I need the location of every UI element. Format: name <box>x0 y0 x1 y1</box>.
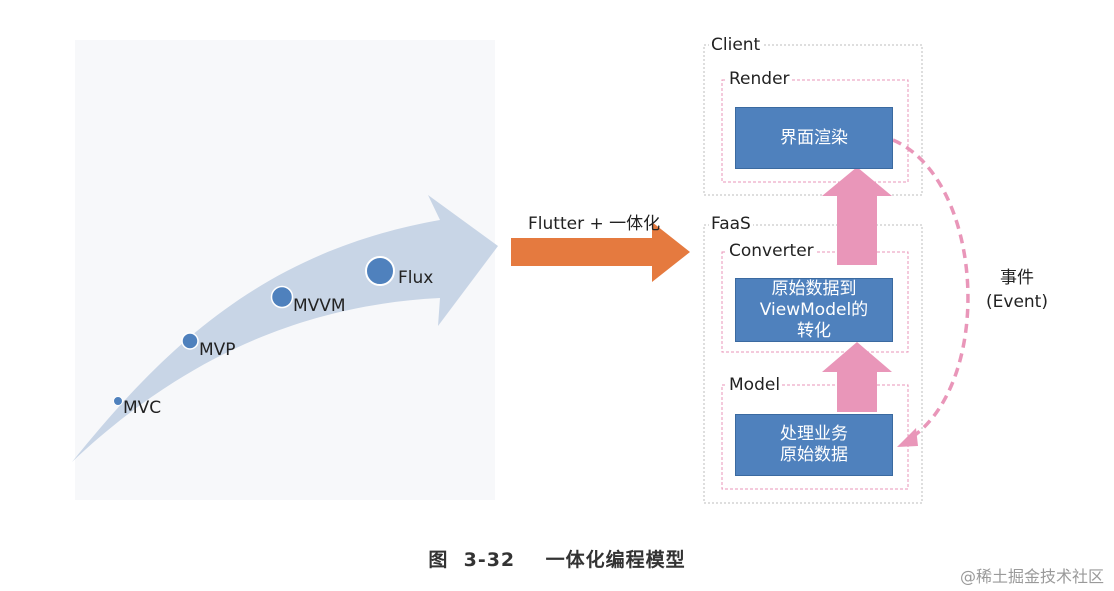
converter-box-line-2: ViewModel的 <box>759 299 869 320</box>
event-label-line-1: 事件 <box>1000 268 1034 288</box>
up-arrow-model-to-converter <box>822 342 892 412</box>
model-box: 处理业务 原始数据 <box>735 414 893 476</box>
converter-box-line-1: 原始数据到 <box>771 278 857 299</box>
event-curve <box>892 138 970 442</box>
model-title: Model <box>727 375 783 395</box>
stage-label-mvvm: MVVM <box>293 296 346 316</box>
transition-label: Flutter + 一体化 <box>528 214 661 234</box>
faas-title: FaaS <box>709 214 753 234</box>
stage-dot-mvp <box>181 332 199 350</box>
stage-label-flux: Flux <box>398 268 434 288</box>
converter-box: 原始数据到 ViewModel的 转化 <box>735 278 893 342</box>
model-box-line-1: 处理业务 <box>780 424 848 444</box>
client-pane <box>703 44 923 196</box>
render-box-text: 界面渲染 <box>780 127 848 148</box>
event-arrowhead <box>897 428 918 447</box>
up-arrow-converter-to-render <box>822 167 892 265</box>
event-label-line-2: (Event) <box>986 292 1048 312</box>
stage-dot-mvc <box>113 396 123 406</box>
stage-dot-flux <box>365 256 395 286</box>
stage-label-mvp: MVP <box>199 340 236 360</box>
stage-label-mvc: MVC <box>123 398 162 418</box>
event-label: 事件 (Event) <box>972 266 1062 314</box>
converter-box-line-3: 转化 <box>797 320 831 341</box>
figure-caption: 图 3-32 一体化编程模型 <box>428 549 686 571</box>
client-title: Client <box>709 35 763 55</box>
stage-dot-mvvm <box>270 285 294 309</box>
model-box-line-2: 原始数据 <box>780 445 848 465</box>
faas-pane <box>703 224 923 504</box>
converter-title: Converter <box>727 241 816 261</box>
render-title: Render <box>727 69 792 89</box>
render-box: 界面渲染 <box>735 107 893 169</box>
render-pane <box>721 79 909 183</box>
watermark: @稀土掘金技术社区 <box>959 567 1104 586</box>
transition-arrow <box>511 222 690 282</box>
